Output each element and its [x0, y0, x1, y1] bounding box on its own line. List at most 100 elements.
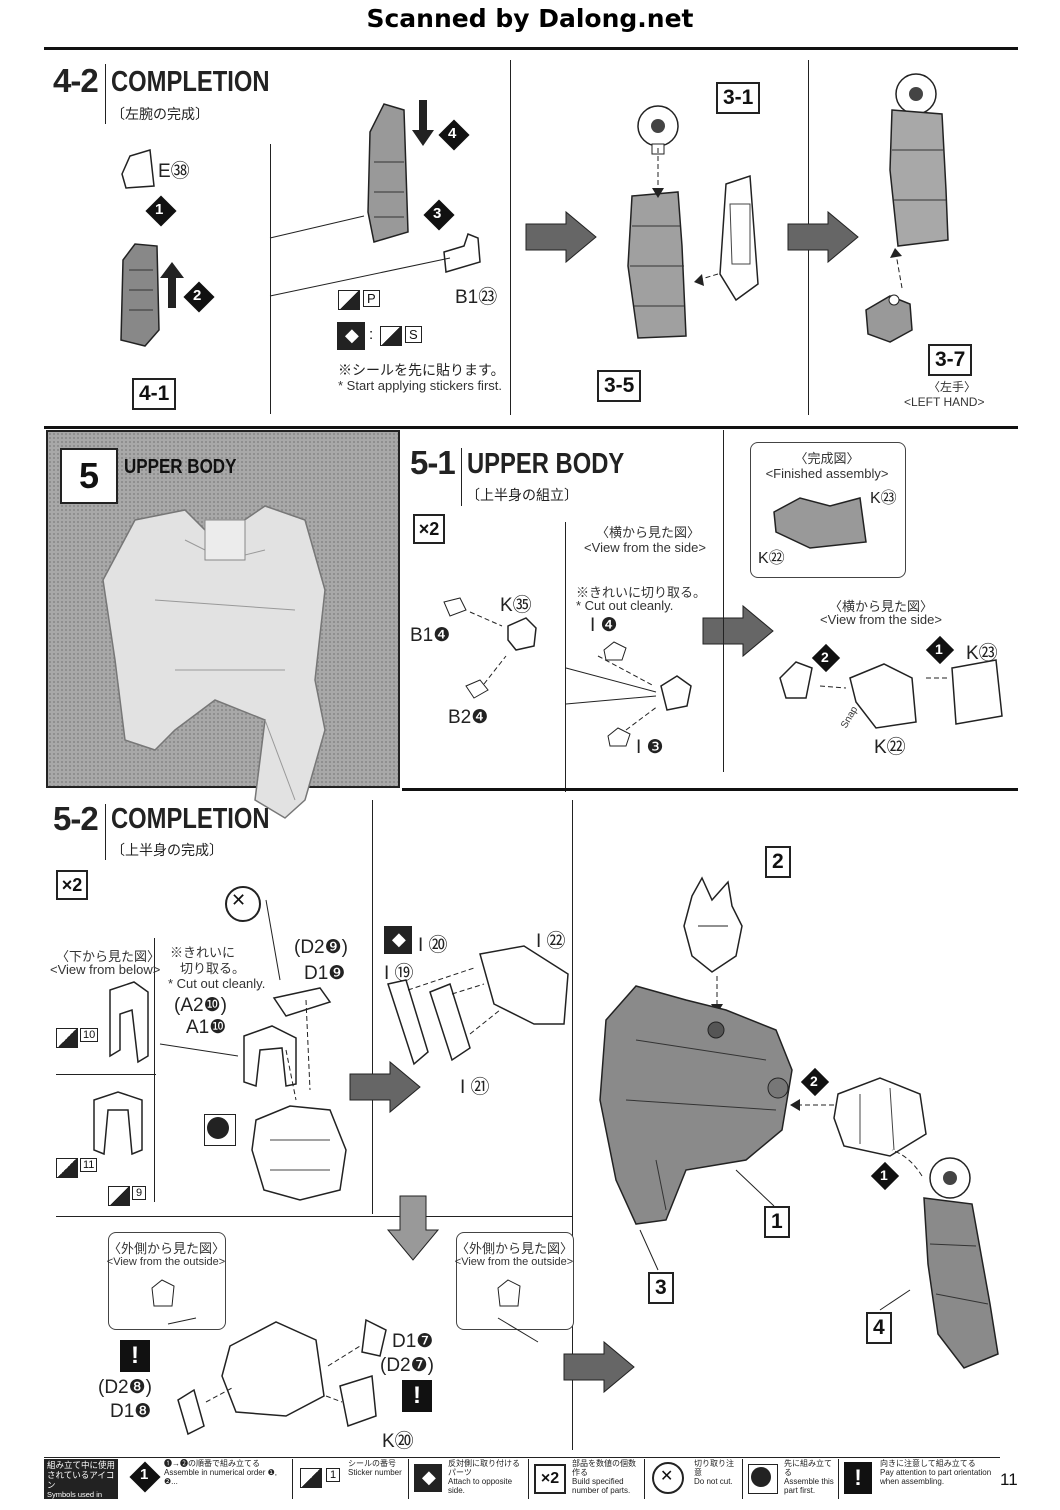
shoulder-ball-drawing	[637, 105, 679, 155]
ref-box-3-5: 3-5	[597, 370, 642, 402]
opposite-side-footer-icon	[414, 1464, 442, 1492]
opposite-side-icon	[384, 926, 412, 954]
label-d27: (D2❼)	[380, 1355, 434, 1376]
multiply-footer-icon: ×2	[534, 1464, 566, 1494]
finished-assembly-drawing	[773, 497, 867, 549]
label-k20: K⑳	[382, 1431, 414, 1452]
ref-box-1: 1	[764, 1206, 790, 1238]
arm-assembly-drawing	[627, 191, 687, 339]
part-e38-drawing	[121, 149, 155, 189]
shoulder-armor-assembly-drawing	[177, 1318, 387, 1436]
label-b24: B2❹	[448, 707, 489, 728]
assemble-first-icon	[204, 1114, 236, 1146]
flow-arrow-down	[386, 1195, 440, 1261]
label-d18: D1❽	[110, 1401, 152, 1422]
ref-box-3-1: 3-1	[716, 82, 761, 114]
label-k22-side: K㉒	[874, 737, 906, 758]
left-hand-drawing	[865, 294, 913, 343]
label-i3: I ❸	[636, 737, 664, 758]
pointer-lines	[167, 1317, 539, 1343]
arm-final-drawing	[923, 1157, 999, 1369]
label-b123: B1㉓	[455, 287, 498, 308]
outside-view2-en: <View from the outside>	[454, 1256, 574, 1268]
torso-core-drawing	[251, 1105, 347, 1201]
do-not-cut-icon	[225, 886, 261, 922]
head-drawing	[683, 876, 743, 973]
step-5-2-number: 5-2	[53, 800, 99, 837]
part-outside2-drawing	[497, 1279, 521, 1307]
flow-arrow	[349, 1060, 421, 1114]
flow-arrow	[525, 210, 597, 264]
sticker-s: S	[405, 326, 422, 343]
ref-box-4-1: 4-1	[132, 378, 177, 410]
part-k35-drawing	[507, 617, 537, 651]
flow-arrow	[563, 1340, 635, 1394]
cut-note-jp: ※きれいに切り取る。	[576, 585, 707, 600]
arrow-down-4	[412, 100, 434, 146]
ref-box-4: 4	[866, 1312, 892, 1344]
upper-body-assembly-drawing	[599, 985, 793, 1225]
step-5-2-jp: 〔上半身の完成〕	[111, 842, 223, 858]
step-5-1-divider	[461, 448, 462, 506]
sticker-icon	[108, 1186, 130, 1206]
top-rule	[44, 47, 1018, 50]
section-rule	[402, 788, 1018, 791]
label-d28: (D2❽)	[98, 1377, 152, 1398]
cut-note-en: * Cut out cleanly.	[576, 598, 674, 613]
step-4-2-title: COMPLETION	[111, 66, 270, 98]
sticker-number-icon	[300, 1468, 322, 1488]
arrow-up-2	[160, 262, 184, 308]
warning-icon: !	[120, 1340, 150, 1372]
step-5-title: UPPER BODY	[124, 456, 237, 478]
shoulder-armor-final-drawing	[833, 1077, 927, 1157]
opposite-side-icon	[337, 322, 365, 350]
divider	[56, 1074, 156, 1075]
part-b2-drawing	[465, 679, 489, 699]
shoulder-armor-parts-drawing	[387, 945, 569, 1066]
side-view-en: <View from the side>	[584, 540, 706, 555]
below-view-jp: 〈下から見た図〉	[56, 949, 161, 964]
divider	[510, 60, 511, 415]
pointer-lines	[565, 655, 659, 731]
outside-view2-jp: 〈外側から見た図〉	[456, 1241, 574, 1256]
note-jp: ※シールを先に貼ります。	[338, 362, 505, 378]
step-5-2-title: COMPLETION	[111, 803, 270, 835]
part-i3-drawing	[607, 727, 631, 747]
label-a210: (A2❿)	[174, 995, 227, 1016]
part-b123-drawing	[443, 233, 481, 273]
assembly-arrows	[265, 899, 311, 1101]
pointer-lines	[639, 1169, 911, 1311]
side-view-jp: 〈横から見た図〉	[595, 525, 700, 540]
sticker-11: 11	[80, 1158, 98, 1172]
shoulder-arrow	[790, 1099, 834, 1111]
arm-lower-drawing	[120, 243, 160, 347]
sticker-p: P	[363, 290, 380, 307]
warning-icon: !	[402, 1380, 432, 1412]
step-5-2-divider	[105, 804, 106, 860]
flow-arrow	[702, 604, 774, 658]
label-i20: I ⑳	[418, 935, 448, 956]
outside-view-inset	[108, 1232, 226, 1330]
part-d1-plate-drawing	[272, 987, 332, 1017]
assembly-arrows	[469, 611, 507, 685]
part-i4-drawing	[603, 641, 627, 661]
note-en: * Start applying stickers first.	[338, 378, 502, 393]
label-e38: E㊳	[158, 161, 190, 182]
warning-footer-icon: !	[844, 1462, 872, 1494]
part-outside-drawing	[151, 1279, 175, 1307]
joint-drawing	[660, 675, 692, 711]
sticker-icon	[56, 1158, 78, 1178]
outside-view-en: <View from the outside>	[106, 1256, 226, 1268]
left-hand-jp: 〈左手〉	[928, 380, 977, 394]
step-4-2-divider	[105, 64, 106, 124]
arm-upper-drawing	[367, 103, 409, 243]
flow-arrow	[787, 210, 859, 264]
step-5-number: 5	[60, 448, 118, 504]
side-view2-en: <View from the side>	[820, 612, 942, 627]
cut-note-en: * Cut out cleanly.	[168, 976, 266, 991]
divider	[56, 1216, 572, 1217]
multiply-x2-badge: ×2	[413, 514, 445, 544]
